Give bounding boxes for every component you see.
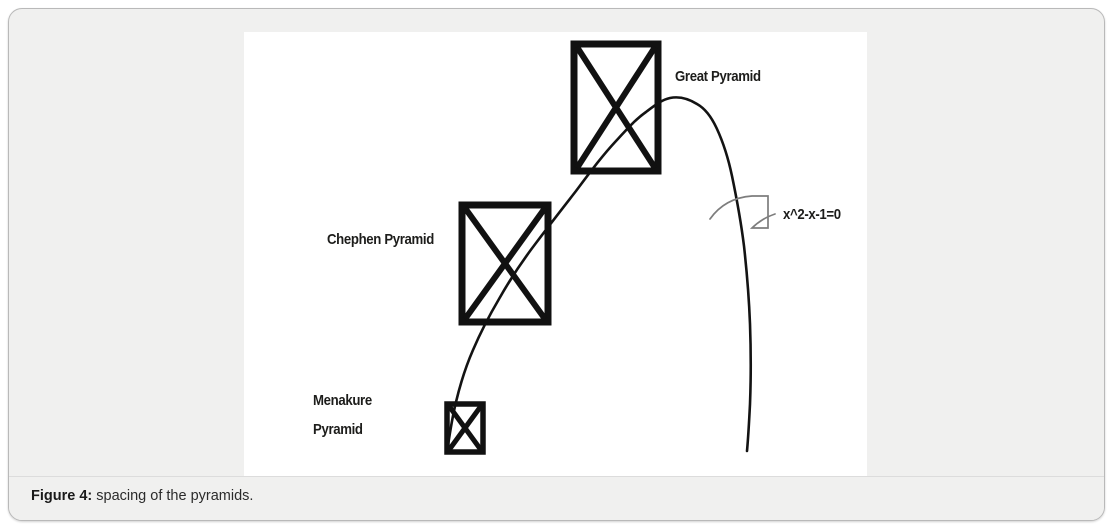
marker-great-pyramid bbox=[570, 40, 662, 175]
figure-caption-label: Figure 4: bbox=[31, 488, 93, 504]
equation-leader-line bbox=[709, 195, 776, 229]
pyramid-spacing-drawing bbox=[444, 40, 776, 455]
marker-menakure-pyramid bbox=[444, 401, 486, 455]
label-great-pyramid: Great Pyramid bbox=[675, 68, 761, 85]
marker-chephen-pyramid bbox=[458, 201, 552, 326]
label-menakure-pyramid-line1: Menakure bbox=[313, 392, 372, 409]
parabola-curve bbox=[445, 96, 753, 454]
figure-caption: Figure 4: spacing of the pyramids. bbox=[31, 488, 253, 504]
figure-caption-bar: Figure 4: spacing of the pyramids. bbox=[9, 476, 1104, 520]
figure-canvas: Great Pyramid Chephen Pyramid Menakure P… bbox=[244, 32, 867, 477]
figure-caption-body: spacing of the pyramids. bbox=[92, 488, 254, 504]
label-menakure-pyramid-line2: Pyramid bbox=[313, 421, 363, 438]
label-chephen-pyramid: Chephen Pyramid bbox=[327, 231, 434, 248]
figure-card: Great Pyramid Chephen Pyramid Menakure P… bbox=[8, 8, 1105, 521]
label-equation: x^2-x-1=0 bbox=[783, 206, 841, 223]
